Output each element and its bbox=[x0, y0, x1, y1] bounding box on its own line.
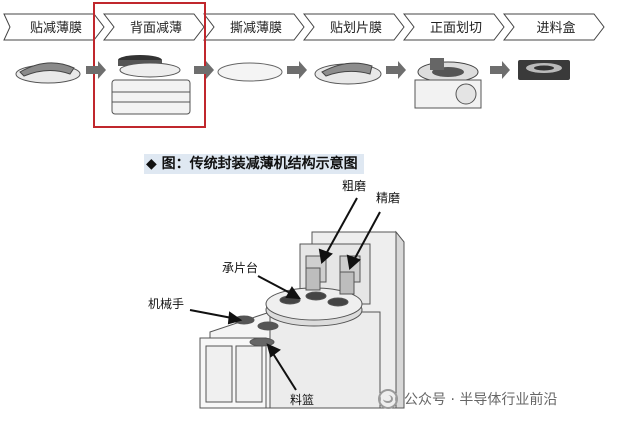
highlight-box bbox=[93, 2, 206, 128]
flow-arrows bbox=[86, 61, 510, 79]
process-step-label: 贴划片膜 bbox=[330, 21, 382, 36]
process-step-chevron bbox=[402, 13, 505, 41]
wafer-illustration bbox=[217, 62, 283, 82]
dicing-tape-illustration bbox=[314, 62, 382, 85]
grinder-machine-drawing: 粗磨 精磨 承片台 机械手 料篮 bbox=[148, 179, 405, 409]
process-step-label: 背面减薄 bbox=[130, 21, 182, 36]
process-illustrations bbox=[15, 55, 570, 115]
watermark: 公众号 · 半导体行业前沿 bbox=[378, 388, 557, 410]
wafer-film-illustration bbox=[15, 62, 81, 84]
wechat-logo-icon bbox=[378, 389, 398, 409]
callout-fine-grind: 精磨 bbox=[376, 191, 400, 205]
grinder-illustration bbox=[111, 55, 191, 115]
process-step-chevron bbox=[302, 13, 405, 41]
process-step-label: 撕减薄膜 bbox=[230, 21, 282, 36]
dicing-saw-illustration bbox=[414, 58, 482, 109]
callout-rough-grind: 粗磨 bbox=[342, 179, 366, 193]
process-step-bar: 贴减薄膜 背面减薄 撕减薄膜 贴划片膜 正面划切 进料盒 bbox=[3, 13, 605, 41]
callout-chuck-table: 承片台 bbox=[222, 260, 258, 275]
callout-robot-arm: 机械手 bbox=[148, 296, 184, 311]
process-step-label: 贴减薄膜 bbox=[30, 21, 82, 36]
cassette-illustration bbox=[518, 60, 570, 80]
process-step-chevron bbox=[102, 13, 205, 41]
process-step-label: 正面划切 bbox=[430, 21, 482, 36]
figure-caption: ◆ 图：传统封装减薄机结构示意图 bbox=[144, 154, 364, 174]
process-step-chevron bbox=[502, 13, 605, 41]
process-step-label: 进料盒 bbox=[536, 20, 575, 36]
callout-cassette: 料篮 bbox=[290, 392, 314, 407]
watermark-text: 公众号 · 半导体行业前沿 bbox=[404, 392, 558, 408]
process-step-chevron bbox=[202, 13, 305, 41]
